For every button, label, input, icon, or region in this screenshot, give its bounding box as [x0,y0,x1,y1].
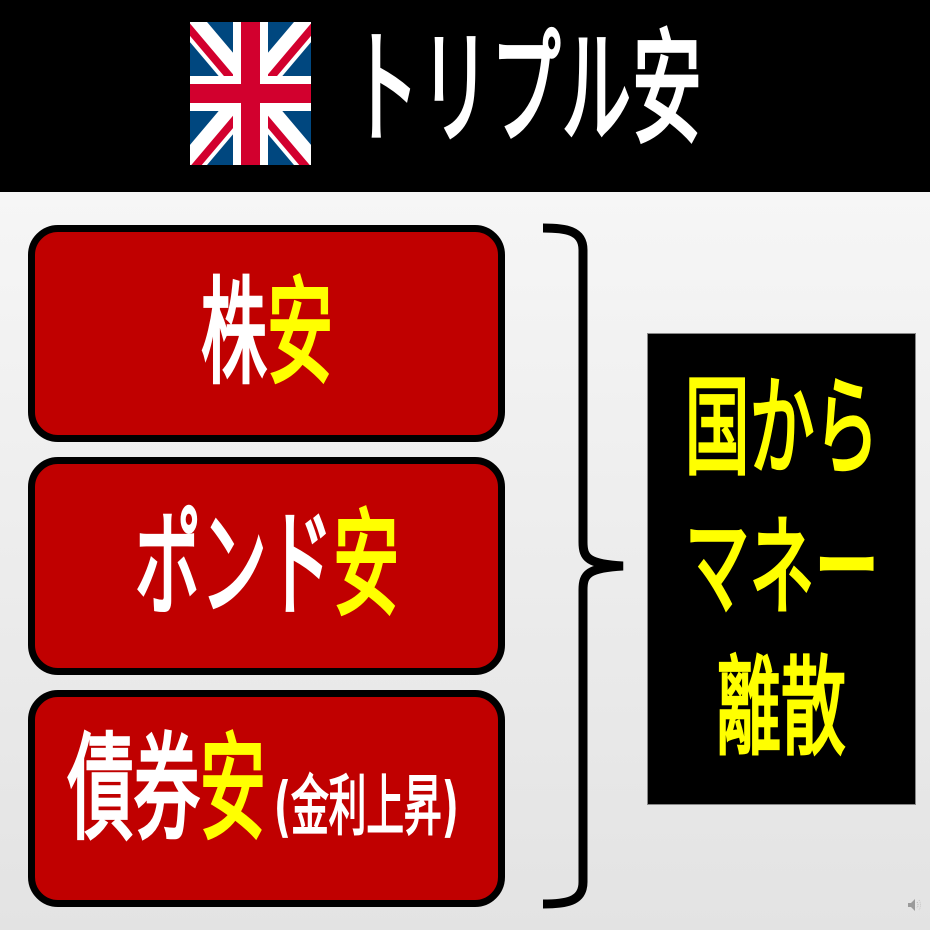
uk-flag-icon [190,22,311,165]
right-curly-brace-icon [542,223,624,909]
card-highlight-text: 安 [266,265,333,401]
bond-decline-card: 債券安(金利上昇) [28,690,505,907]
header-bar: トリプル安 [0,0,930,192]
result-line: 離散 [716,646,847,771]
speaker-icon[interactable] [905,896,923,914]
stock-decline-card: 株安 [28,225,505,442]
card-main-text: ポンド [134,498,333,633]
card-main-text: 株 [200,265,267,401]
pound-decline-card: ポンド安 [28,457,505,675]
result-line: 国から [684,366,879,491]
card-label: ポンド安 [134,506,398,626]
card-highlight-text: 安 [332,498,399,633]
card-main-text: 債券 [67,722,201,857]
result-line: マネー [684,506,879,631]
capital-flight-box: 国から マネー 離散 [647,333,916,805]
card-label: 株安 [200,273,332,394]
page-title: トリプル安 [350,18,703,162]
card-label: 債券安(金利上昇) [68,730,459,867]
card-note-text: (金利上昇) [274,768,460,845]
card-highlight-text: 安 [200,722,267,857]
